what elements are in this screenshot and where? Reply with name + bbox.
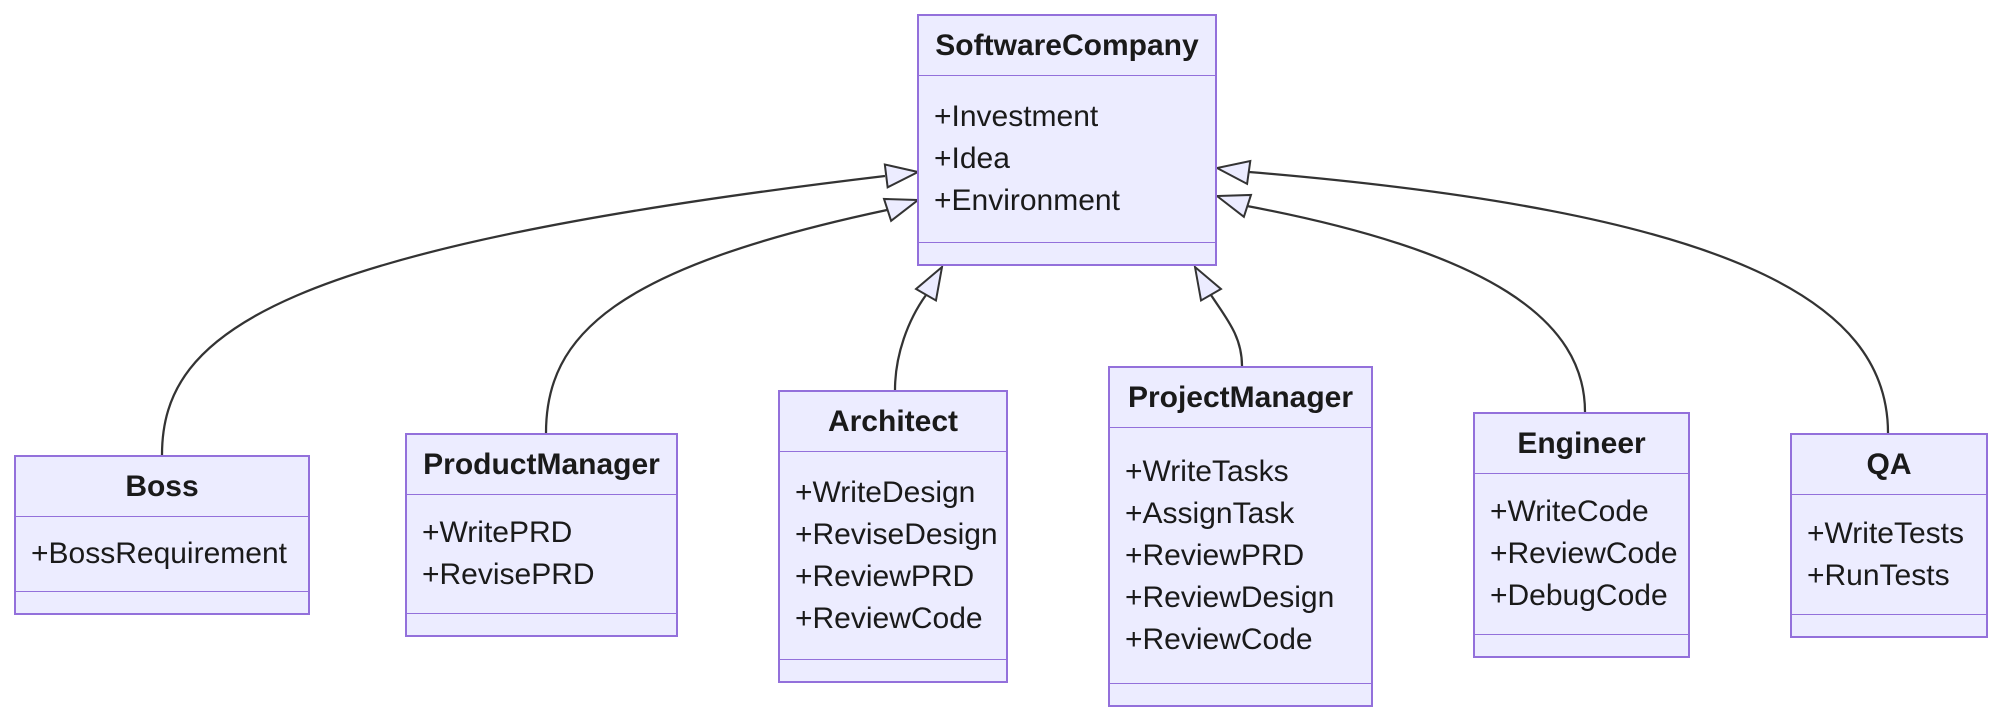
edge-boss-softwarecompany (160, 174, 886, 456)
class-title: Boss (16, 457, 308, 517)
inheritance-arrowhead (1214, 193, 1253, 219)
uml-class-productmanager: ProductManager +WritePRD +RevisePRD (405, 433, 678, 637)
inheritance-arrowhead (1214, 159, 1252, 186)
class-member: +ReviseDesign (795, 517, 998, 551)
class-title: QA (1792, 435, 1986, 495)
class-member: +AssignTask (1125, 496, 1295, 530)
class-member: +DebugCode (1490, 579, 1668, 612)
class-member: +ReviewPRD (795, 559, 975, 593)
class-title: ProductManager (407, 435, 676, 495)
class-member: +RunTests (1807, 558, 1950, 592)
class-member: +ReviewCode (1490, 537, 1678, 570)
class-attributes: +BossRequirement (16, 517, 308, 591)
uml-class-engineer: Engineer +WriteCode +ReviewCode +DebugCo… (1473, 412, 1690, 658)
class-attributes: +WriteTasks +AssignTask +ReviewPRD +Revi… (1110, 428, 1371, 683)
uml-class-softwarecompany: SoftwareCompany +Investment +Idea +Envir… (917, 14, 1217, 266)
edge-projectmanager-softwarecompany (1210, 294, 1244, 367)
inheritance-arrowhead (883, 163, 921, 189)
class-member: +Environment (934, 184, 1120, 217)
class-methods-section (1792, 614, 1986, 636)
uml-class-architect: Architect +WriteDesign +ReviseDesign +Re… (778, 390, 1008, 683)
class-title: ProjectManager (1110, 368, 1371, 428)
class-member: +WritePRD (422, 516, 573, 549)
edge-productmanager-softwarecompany (544, 208, 888, 434)
class-member: +BossRequirement (31, 537, 287, 570)
class-attributes: +WriteTests +RunTests (1792, 495, 1986, 614)
class-title: SoftwareCompany (919, 16, 1215, 76)
class-title: Engineer (1475, 414, 1688, 474)
class-member: +RevisePRD (422, 558, 595, 591)
class-member: +WriteDesign (795, 475, 976, 509)
inheritance-arrowhead (882, 197, 921, 223)
inheritance-arrowhead (1193, 264, 1223, 303)
class-attributes: +WriteCode +ReviewCode +DebugCode (1475, 474, 1688, 634)
class-member: +WriteTests (1807, 516, 1964, 550)
class-member: +Investment (934, 100, 1099, 133)
class-methods-section (16, 591, 308, 613)
class-attributes: +WriteDesign +ReviseDesign +ReviewPRD +R… (780, 452, 1006, 659)
class-attributes: +WritePRD +RevisePRD (407, 495, 676, 613)
class-member: +ReviewPRD (1125, 538, 1305, 572)
inheritance-arrowhead (914, 264, 944, 303)
uml-class-projectmanager: ProjectManager +WriteTasks +AssignTask +… (1108, 366, 1373, 707)
class-member: +WriteCode (1490, 495, 1649, 528)
class-methods-section (1475, 634, 1688, 656)
edge-qa-softwarecompany (1248, 170, 1890, 434)
class-title: Architect (780, 392, 1006, 452)
class-attributes: +Investment +Idea +Environment (919, 76, 1215, 242)
uml-class-boss: Boss +BossRequirement (14, 455, 310, 615)
edge-architect-softwarecompany (893, 294, 927, 391)
edge-engineer-softwarecompany (1246, 204, 1587, 413)
class-methods-section (407, 613, 676, 635)
class-member: +ReviewCode (795, 601, 983, 635)
class-methods-section (1110, 683, 1371, 705)
class-member: +ReviewCode (1125, 622, 1313, 656)
class-member: +ReviewDesign (1125, 580, 1335, 614)
class-methods-section (780, 659, 1006, 681)
class-methods-section (919, 242, 1215, 264)
class-member: +Idea (934, 142, 1010, 175)
class-member: +WriteTasks (1125, 454, 1289, 488)
uml-class-qa: QA +WriteTests +RunTests (1790, 433, 1988, 638)
